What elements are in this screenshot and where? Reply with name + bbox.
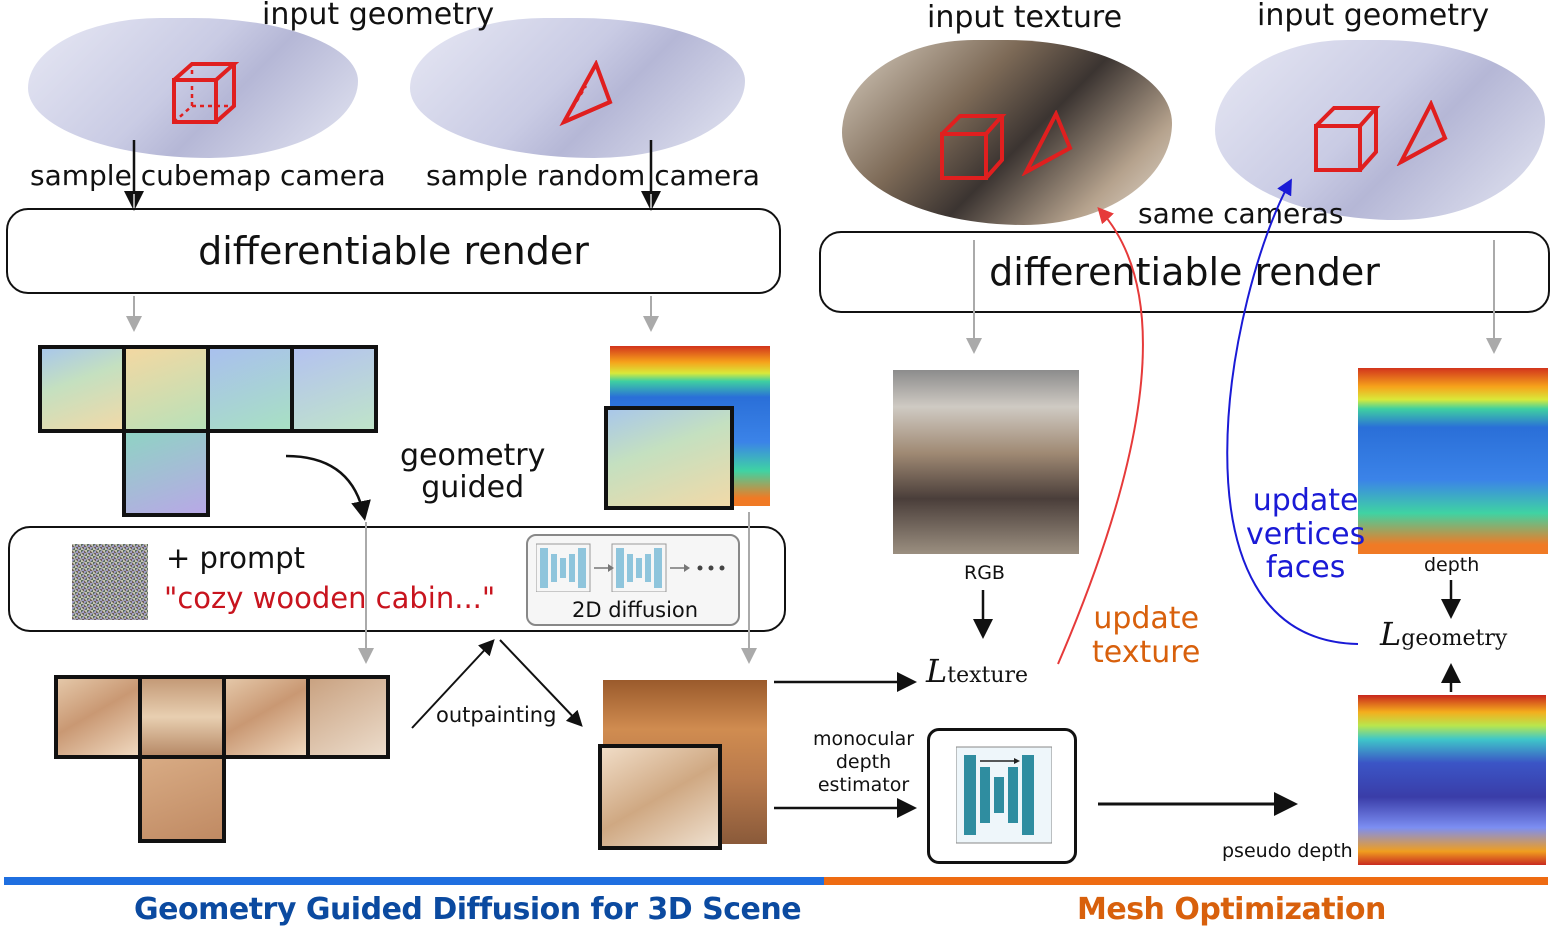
wood-cubemap-face-bottom [138, 755, 226, 843]
depth-cubemap-face-bottom [122, 429, 210, 517]
differentiable-render-label-right: differentiable render [989, 250, 1380, 294]
texture-cube-camera-icon [940, 114, 1007, 180]
l-geometry-sub: geometry [1401, 626, 1508, 651]
differentiable-render-box-right: differentiable render [819, 231, 1550, 313]
random-camera-depth-overlay [604, 406, 734, 510]
outpainting-label: outpainting [436, 703, 557, 727]
differentiable-render-box-left: differentiable render [6, 208, 781, 294]
geometry-cube-camera-icon [1314, 106, 1381, 172]
differentiable-render-label-left: differentiable render [198, 229, 589, 273]
left-section-bar [4, 877, 824, 885]
right-section-bar [824, 877, 1548, 885]
diffusion-2d-label: 2D diffusion [572, 598, 699, 622]
pseudo-depth-image [1358, 695, 1546, 865]
same-cameras-label: same cameras [1138, 197, 1344, 230]
geometry-frustum-camera-icon [1396, 100, 1448, 166]
right-section-title: Mesh Optimization [1077, 892, 1386, 927]
depth-estimator-box [927, 728, 1077, 864]
l-texture-sub: texture [947, 663, 1029, 688]
cubemap-camera-icon [172, 62, 240, 124]
prompt-label: + prompt [166, 541, 305, 575]
texture-frustum-camera-icon [1021, 110, 1073, 176]
input-geometry-label-left: input geometry [262, 0, 495, 32]
sample-random-camera-label: sample random camera [426, 159, 760, 192]
sample-cubemap-camera-label: sample cubemap camera [30, 159, 386, 192]
wood-cubemap-face-3 [222, 675, 310, 759]
l-texture-label: Ltexture [926, 655, 1028, 687]
diffusion-box: + prompt "cozy wooden cabin..." 2D diffu… [8, 526, 786, 632]
update-vertices-faces-label: update vertices faces [1246, 483, 1366, 586]
rgb-render-image [893, 370, 1079, 554]
diffusion-subbox: 2D diffusion [526, 534, 740, 626]
left-section-title: Geometry Guided Diffusion for 3D Scene [134, 892, 802, 927]
depth-unet-icon [956, 746, 1052, 844]
l-geometry-label: Lgeometry [1380, 618, 1507, 650]
depth-cubemap-face-4 [290, 345, 378, 433]
input-geometry-label-right: input geometry [1257, 0, 1490, 33]
depth-label: depth [1424, 554, 1480, 576]
monocular-depth-estimator-label: monocular depth estimator [813, 728, 915, 796]
geometry-guided-label: geometry guided [400, 438, 546, 505]
l-texture-base: L [926, 652, 948, 690]
input-geometry-mesh-middle [410, 18, 745, 158]
pseudo-depth-label: pseudo depth [1222, 840, 1353, 862]
depth-render-image [1358, 368, 1548, 554]
outpainted-overlay-tile [598, 744, 722, 850]
random-camera-icon [559, 60, 613, 126]
input-geometry-mesh-right [1215, 40, 1545, 220]
wood-cubemap-face-4 [306, 675, 390, 759]
wood-cubemap-face-2 [138, 675, 226, 759]
input-texture-mesh [842, 40, 1172, 225]
input-texture-label: input texture [927, 0, 1123, 35]
noise-image [72, 544, 148, 620]
l-geometry-base: L [1380, 615, 1402, 653]
update-texture-label: update texture [1092, 601, 1201, 670]
rgb-label: RGB [964, 562, 1005, 584]
unet-chain-icon [536, 543, 725, 592]
prompt-text: "cozy wooden cabin..." [164, 581, 496, 615]
